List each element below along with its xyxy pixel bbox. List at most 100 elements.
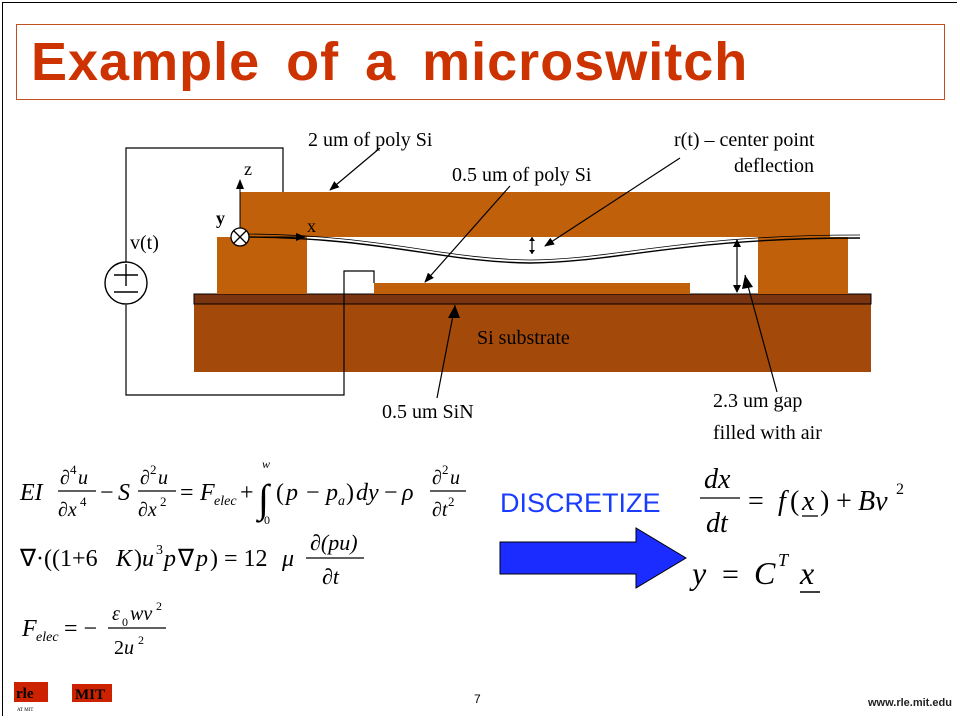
svg-text:AT MIT: AT MIT xyxy=(17,708,33,713)
left-anchor xyxy=(217,237,307,294)
svg-text:∂: ∂ xyxy=(140,467,150,489)
svg-text:−: − xyxy=(306,480,320,506)
svg-text:f: f xyxy=(778,486,789,517)
si-substrate xyxy=(194,304,871,372)
title-box: Example of a microswitch xyxy=(16,24,945,100)
label-center-deflection-2: deflection xyxy=(734,155,814,177)
svg-text:u: u xyxy=(450,467,460,489)
svg-text:∂: ∂ xyxy=(432,467,442,489)
svg-text:u: u xyxy=(142,546,154,572)
svg-text:u: u xyxy=(78,467,88,489)
label-center-deflection-1: r(t) – center point xyxy=(674,129,815,151)
svg-text:∂: ∂ xyxy=(60,467,70,489)
svg-text:=: = xyxy=(180,480,194,506)
label-gap-2: filled with air xyxy=(713,422,822,444)
circuit-wire-top xyxy=(125,147,284,262)
poly-si-beam xyxy=(240,192,830,237)
svg-text:∇·((1+6: ∇·((1+6 xyxy=(19,546,98,572)
svg-text:0: 0 xyxy=(122,615,128,629)
svg-text:u: u xyxy=(158,467,168,489)
svg-text:ε: ε xyxy=(112,603,120,625)
svg-text:+: + xyxy=(836,486,852,517)
svg-text:) = 12: ) = 12 xyxy=(210,546,268,572)
svg-text:2: 2 xyxy=(896,481,904,498)
discretize-arrow-icon xyxy=(499,527,687,589)
svg-text:2: 2 xyxy=(160,494,167,509)
svg-text:T: T xyxy=(778,550,790,570)
label-axis-z: z xyxy=(244,159,252,179)
label-poly-top: 2 um of poly Si xyxy=(308,129,433,151)
svg-text:EI: EI xyxy=(19,480,44,506)
svg-text:∂x: ∂x xyxy=(138,499,157,521)
svg-text:x: x xyxy=(799,555,814,591)
svg-text:F: F xyxy=(199,480,215,506)
svg-text:−: − xyxy=(100,480,114,506)
right-anchor xyxy=(758,237,848,294)
label-voltage: v(t) xyxy=(130,232,159,254)
svg-text:2: 2 xyxy=(448,494,455,509)
slide-title: Example of a microswitch xyxy=(31,32,749,92)
label-axis-x: x xyxy=(307,216,316,236)
circuit-wire-bottom xyxy=(125,270,375,396)
svg-text:2: 2 xyxy=(114,637,124,659)
mit-logo: MIT xyxy=(72,684,112,703)
svg-text:Bv: Bv xyxy=(858,486,888,517)
footer-url[interactable]: www.rle.mit.edu xyxy=(868,697,952,709)
svg-text:): ) xyxy=(346,480,354,506)
svg-text:3: 3 xyxy=(156,543,163,558)
svg-text:μ: μ xyxy=(281,546,294,572)
svg-text:rle: rle xyxy=(16,686,34,702)
svg-text:∂(pu): ∂(pu) xyxy=(310,530,358,555)
svg-text:dy: dy xyxy=(356,480,379,506)
svg-text:= −: = − xyxy=(64,616,97,642)
svg-text:4: 4 xyxy=(70,462,77,477)
rle-logo: rle AT MIT xyxy=(14,682,48,713)
thin-membrane xyxy=(239,236,861,264)
svg-text:w: w xyxy=(262,457,270,471)
page-number: 7 xyxy=(474,692,481,706)
svg-text:p: p xyxy=(194,546,208,572)
svg-text:F: F xyxy=(21,616,37,642)
svg-text:wv: wv xyxy=(130,603,152,625)
svg-text:(: ( xyxy=(276,480,284,506)
label-poly-thin: 0.5 um of poly Si xyxy=(452,164,592,186)
svg-text:K: K xyxy=(115,546,134,572)
svg-text:elec: elec xyxy=(214,494,237,509)
svg-text:∇: ∇ xyxy=(177,546,195,572)
svg-text:): ) xyxy=(134,546,142,572)
svg-text:dt: dt xyxy=(706,508,729,539)
svg-text:2: 2 xyxy=(156,599,162,613)
svg-text:∂t: ∂t xyxy=(432,499,448,521)
svg-text:C: C xyxy=(754,555,776,591)
svg-text:dx: dx xyxy=(704,464,731,495)
svg-text:MIT: MIT xyxy=(75,687,105,703)
discretize-label: DISCRETIZE xyxy=(500,488,661,518)
svg-text:2: 2 xyxy=(150,462,157,477)
svg-text:x: x xyxy=(801,486,815,517)
sin-layer xyxy=(374,283,690,294)
svg-text:+: + xyxy=(240,480,254,506)
svg-text:p: p xyxy=(284,480,298,506)
label-substrate: Si substrate xyxy=(477,327,570,349)
svg-text:=: = xyxy=(748,486,764,517)
svg-text:y: y xyxy=(689,555,707,591)
svg-text:0: 0 xyxy=(264,513,270,527)
svg-text:2: 2 xyxy=(138,633,144,647)
svg-text:elec: elec xyxy=(36,630,59,645)
svg-text:p: p xyxy=(324,480,338,506)
svg-text:p: p xyxy=(162,546,176,572)
svg-text:(: ( xyxy=(790,486,799,517)
svg-text:=: = xyxy=(722,558,739,591)
svg-text:−: − xyxy=(384,480,398,506)
svg-text:u: u xyxy=(124,637,134,659)
label-gap-1: 2.3 um gap xyxy=(713,390,802,412)
label-sin: 0.5 um SiN xyxy=(382,401,474,423)
svg-text:S: S xyxy=(118,480,130,506)
svg-text:∂t: ∂t xyxy=(322,564,340,589)
svg-text:∫: ∫ xyxy=(255,476,272,523)
svg-text:a: a xyxy=(338,494,345,509)
svg-text:): ) xyxy=(820,486,829,517)
svg-text:2: 2 xyxy=(442,462,449,477)
